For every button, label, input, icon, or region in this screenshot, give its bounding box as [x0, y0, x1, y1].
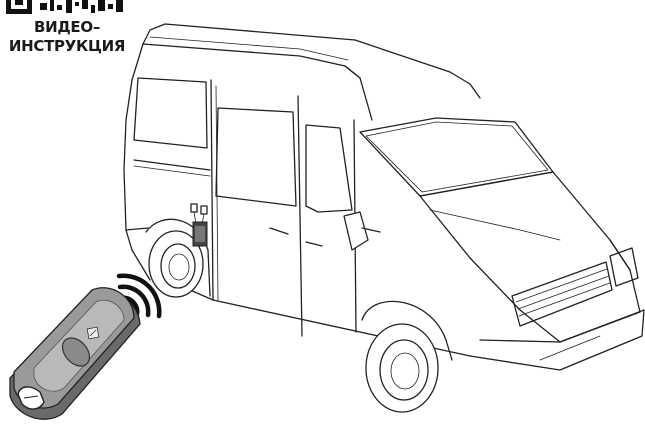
- video-instruction-label-line2[interactable]: ИНСТРУКЦИЯ: [4, 37, 130, 55]
- video-instruction-label-line1[interactable]: ВИДЕО–: [4, 18, 130, 36]
- van-illustration: [124, 24, 644, 412]
- key-fob-remote-icon[interactable]: [10, 288, 140, 419]
- remote-logo-icon: [87, 327, 99, 339]
- qr-code-icon[interactable]: [6, 0, 123, 14]
- front-wheel: [366, 324, 438, 412]
- receiver-module: [191, 204, 207, 246]
